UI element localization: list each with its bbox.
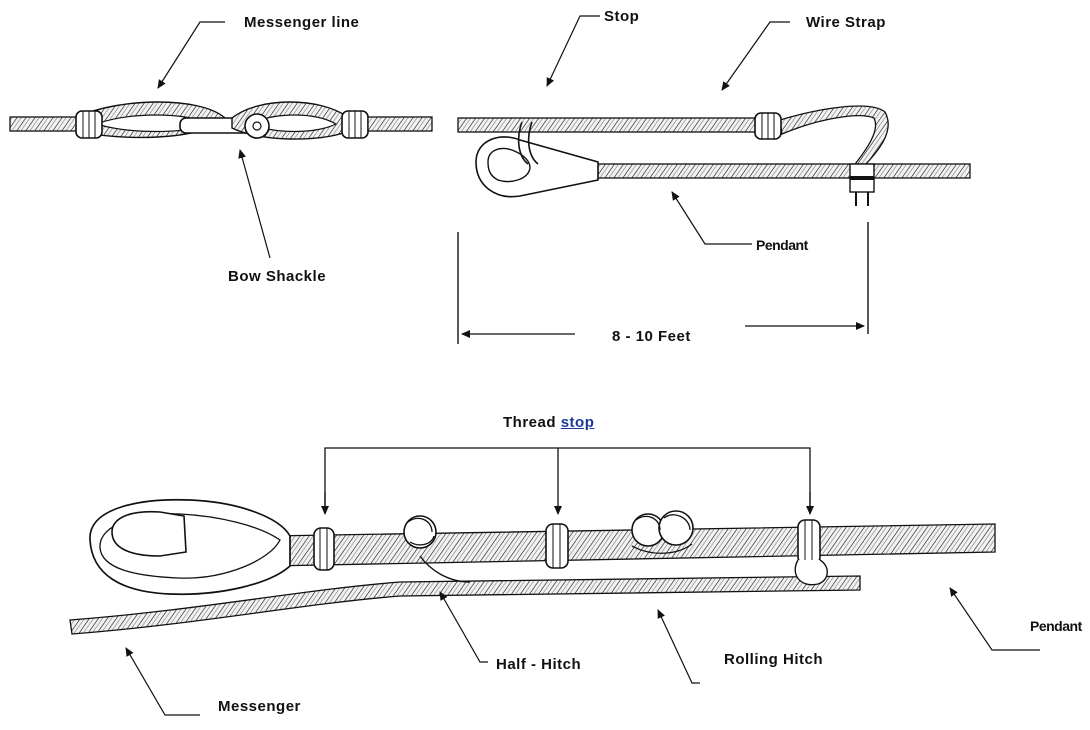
thread-stop-2 [546,524,568,568]
hitch-assembly [70,500,995,634]
leader-messenger-line [158,22,225,88]
bow-shackle-assembly [10,102,432,139]
leader-messenger [126,648,200,715]
leader-pendant-bottom [950,588,1040,650]
messenger-rope-left [10,117,80,131]
pendant-rope [590,164,970,178]
label-rolling-hitch: Rolling Hitch [724,651,823,668]
label-thread-stop: Thread stop [503,414,594,431]
thread-stop-3 [798,520,820,564]
leader-rolling-hitch [658,610,700,683]
label-distance: 8 - 10 Feet [612,328,691,345]
leader-half-hitch [440,592,488,662]
label-messenger-line: Messenger line [244,14,359,31]
upper-rope [458,118,758,132]
wire-strap-loop [780,106,888,168]
thread-stop-link[interactable]: stop [561,414,595,431]
thread-stop-bracket [325,448,810,514]
label-half-hitch: Half - Hitch [496,656,581,673]
leader-pendant-top [672,192,752,244]
leader-wire-strap [722,22,790,90]
label-messenger: Messenger [218,698,301,715]
leader-stop [547,16,600,86]
label-thread-prefix: Thread [503,414,556,431]
thread-stop-1 [314,528,334,570]
label-pendant-bottom: Pendant [1030,618,1082,634]
messenger-rope-right [368,117,432,131]
stop-assembly [458,106,970,206]
label-wire-strap: Wire Strap [806,14,886,31]
leader-bow-shackle [240,150,270,258]
label-pendant-top: Pendant [756,237,808,253]
label-bow-shackle: Bow Shackle [228,268,326,285]
label-stop: Stop [604,8,639,25]
